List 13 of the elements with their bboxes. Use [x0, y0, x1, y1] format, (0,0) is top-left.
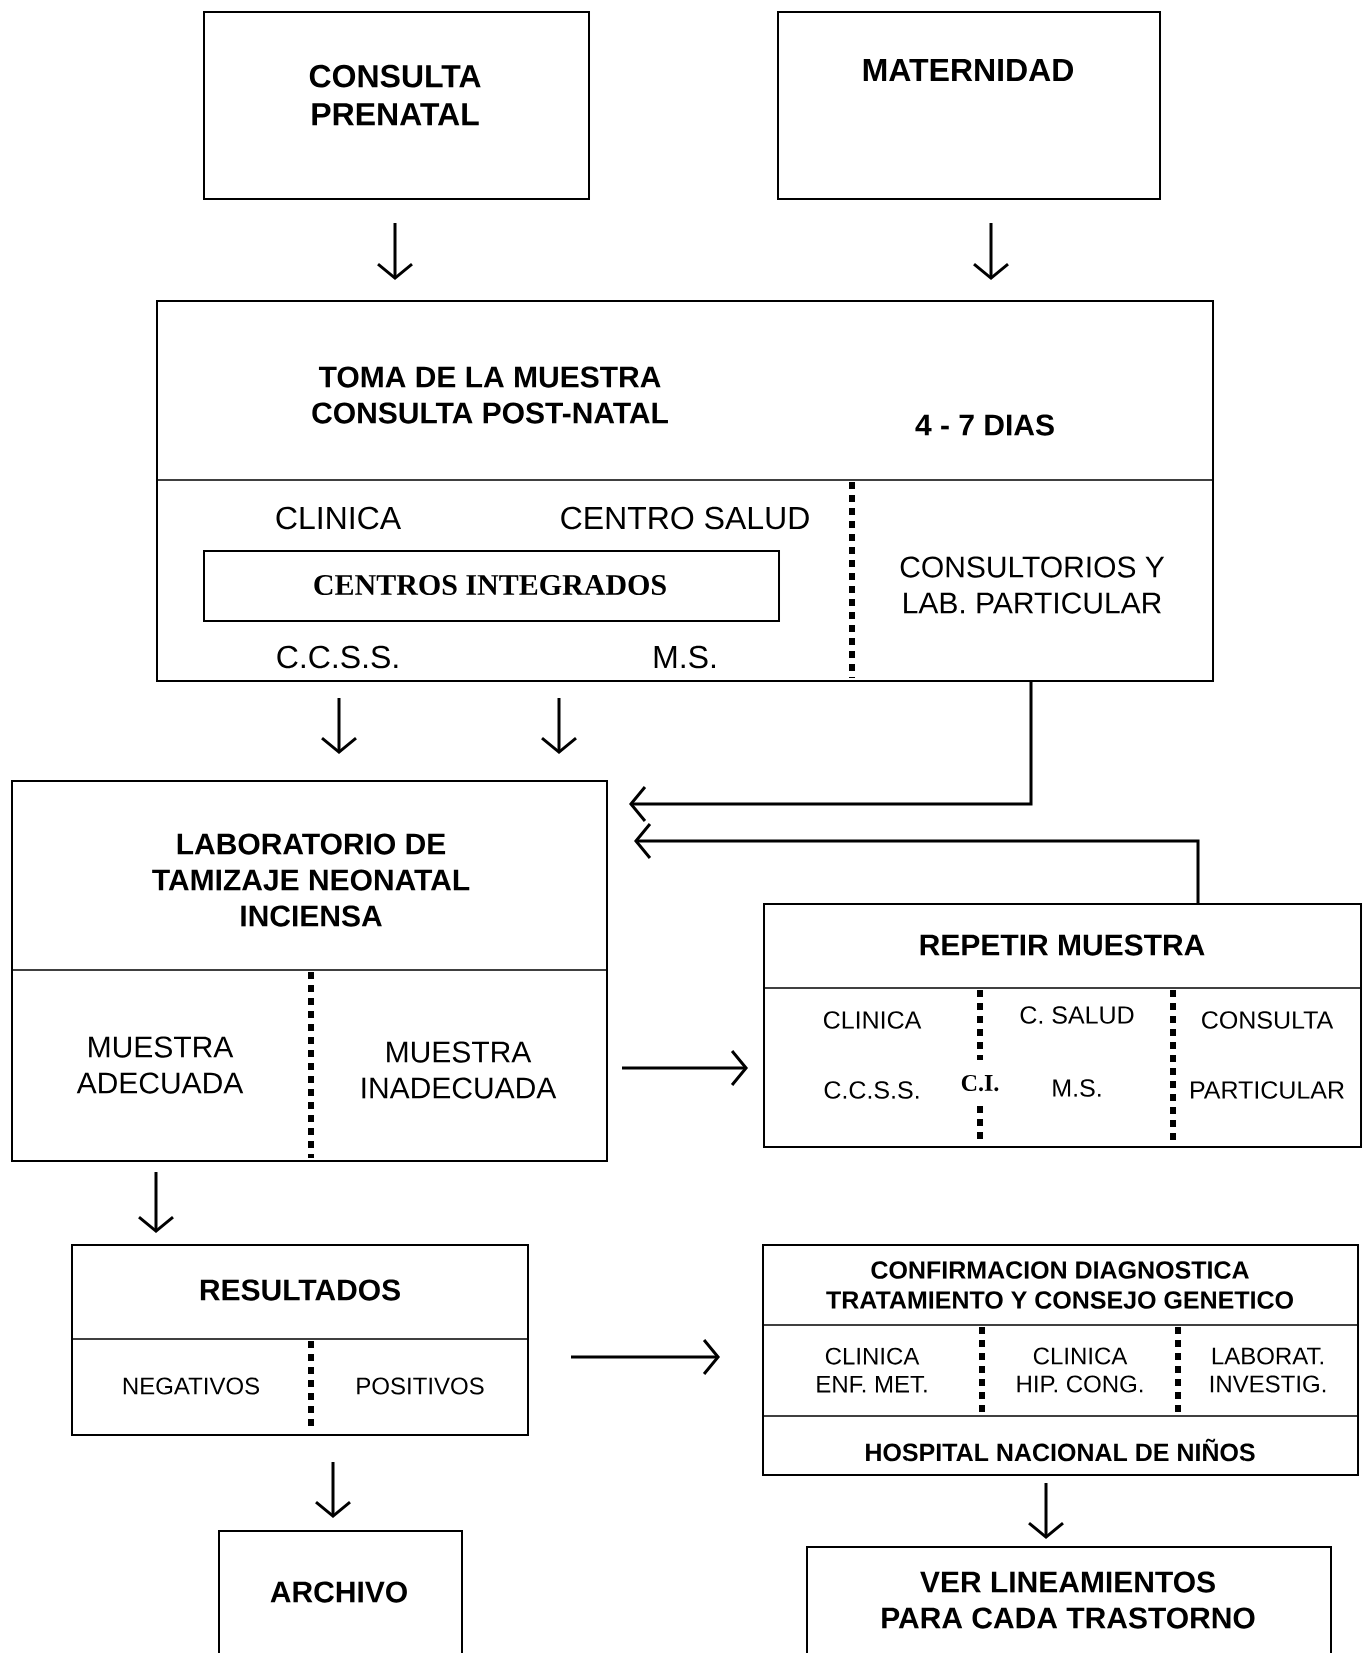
process-box: VER LINEAMIENTOS PARA CADA TRASTORNO: [806, 1546, 1332, 1653]
arrow: [571, 1339, 720, 1375]
process-box: RESULTADOS NEGATIVOS POSITIVOS: [70, 1244, 529, 1436]
process-box: LABORATORIO DE TAMIZAJE NEONATAL INCIENSA MUESTRA ADECUADA MUESTRA INADECUADA: [10, 780, 608, 1162]
arrow: [634, 823, 1200, 903]
process-box: REPETIR MUESTRA CLINICA C. SALUD CONSULTA C.C.S.S. C.I. M.S. PARTICULAR: [762, 903, 1362, 1148]
process-box: CONSULTA PRENATAL: [203, 11, 590, 200]
process-box: MATERNIDAD: [777, 11, 1161, 200]
arrow: [622, 1050, 748, 1086]
process-box: ARCHIVO: [218, 1530, 463, 1653]
process-box: CONFIRMACION DIAGNOSTICA TRATAMIENTO Y CONSEJO GENETICO CLINICA ENF. MET. CLINICA HIP. CONG. LABORAT. INVESTIG. HOSPITAL NACIONAL DE NIÑOS: [761, 1244, 1359, 1476]
arrow: [629, 682, 1033, 822]
process-box: CENTROS INTEGRADOS: [203, 550, 780, 622]
